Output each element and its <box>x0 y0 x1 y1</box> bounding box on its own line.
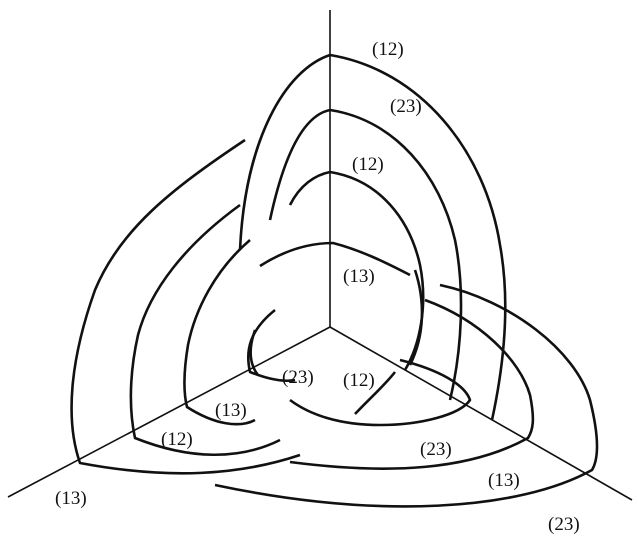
axis-lower-left <box>7 326 331 498</box>
strand-outer-top <box>238 53 507 421</box>
label-12-top: (12) <box>372 39 404 60</box>
strand-center-left <box>249 329 260 376</box>
strand-third-right <box>289 358 472 427</box>
label-13-center: (13) <box>343 266 375 287</box>
strand-inner-top <box>259 241 411 277</box>
label-13-right: (13) <box>488 470 520 491</box>
axes <box>7 10 633 501</box>
strand-inner-left <box>246 308 296 383</box>
label-13-bottom-left: (13) <box>55 488 87 509</box>
strand-second-right <box>289 298 535 470</box>
labels: (12) (23) (12) (13) (23) (12) (13) (12) … <box>55 39 580 535</box>
label-23-center-left: (23) <box>282 367 314 388</box>
label-23-right: (23) <box>420 439 452 460</box>
strand-outer-left <box>70 138 301 475</box>
label-12-left: (12) <box>161 429 193 450</box>
strand-third-left <box>183 239 256 426</box>
label-13-left: (13) <box>215 400 247 421</box>
label-12-mid: (12) <box>352 154 384 175</box>
strand-outer-right <box>214 283 599 508</box>
label-23-top: (23) <box>390 96 422 117</box>
label-12-center-right: (12) <box>343 370 375 391</box>
strands <box>70 53 599 508</box>
label-23-bottom-right: (23) <box>548 514 580 535</box>
strand-center-right <box>408 269 424 366</box>
strand-inner-right <box>354 371 397 415</box>
axis-lower-right <box>329 326 633 501</box>
strand-second-left <box>129 203 281 457</box>
